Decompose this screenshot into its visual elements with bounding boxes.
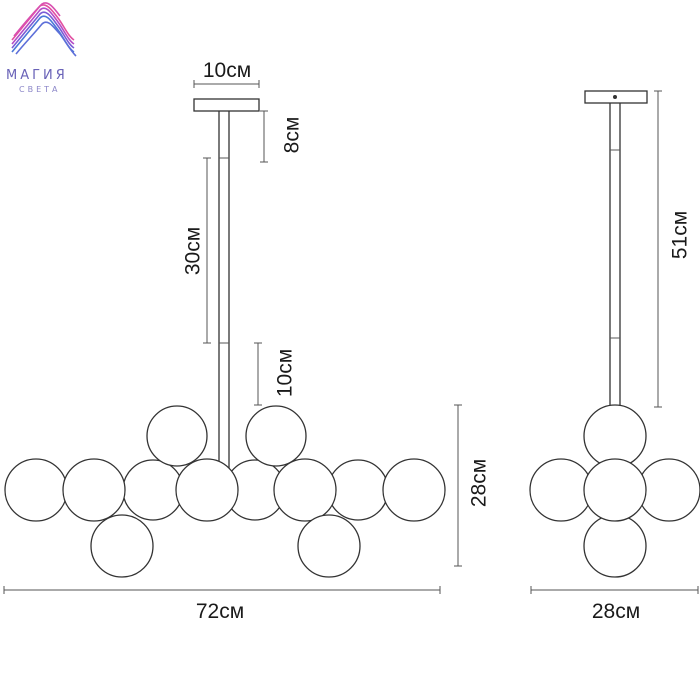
dim-rod-lower: 10см [254, 342, 297, 406]
globes-back [122, 405, 389, 521]
globe [245, 405, 307, 467]
logo-tagline: СВЕТА [19, 85, 61, 94]
dim-total-width: 72см [3, 586, 441, 623]
globe [146, 405, 208, 467]
dim-side-drop: 51см [654, 90, 692, 408]
globe [4, 458, 68, 522]
side-view: 51см 28см [529, 90, 700, 623]
globe [90, 514, 154, 578]
globe [583, 404, 647, 468]
side-width-label: 28см [592, 600, 640, 623]
canopy-width-label: 10см [203, 59, 251, 82]
suspension-rod [218, 111, 230, 480]
canopy-screw [613, 95, 617, 99]
globe [175, 458, 239, 522]
side-globes [529, 404, 700, 578]
side-drop-label: 51см [669, 211, 692, 259]
rod-length-label: 30см [182, 227, 205, 275]
front-view: 10см 8см 30см 10см 28см [3, 59, 491, 623]
globe [583, 458, 647, 522]
body-height-label: 28см [468, 459, 491, 507]
canopy-height-label: 8см [281, 117, 304, 154]
globes-front [4, 458, 446, 578]
globe [382, 458, 446, 522]
globe [62, 458, 126, 522]
brand-logo: МАГИЯ СВЕТА [6, 2, 77, 94]
rod-lower-label: 10см [274, 349, 297, 397]
globe [297, 514, 361, 578]
dim-rod-length: 30см [182, 157, 211, 344]
globe [122, 459, 184, 521]
canopy [193, 98, 260, 112]
dim-body-height: 28см [454, 404, 491, 567]
dim-canopy-height: 8см [260, 110, 304, 163]
globe [583, 514, 647, 578]
globe [637, 458, 700, 522]
globe [529, 458, 593, 522]
total-width-label: 72см [196, 600, 244, 623]
globe [327, 459, 389, 521]
dim-side-width: 28см [530, 586, 699, 623]
dim-canopy-width: 10см [193, 59, 260, 88]
logo-name: МАГИЯ [6, 68, 68, 83]
logo-wave-icon [11, 2, 77, 57]
globe [273, 458, 337, 522]
